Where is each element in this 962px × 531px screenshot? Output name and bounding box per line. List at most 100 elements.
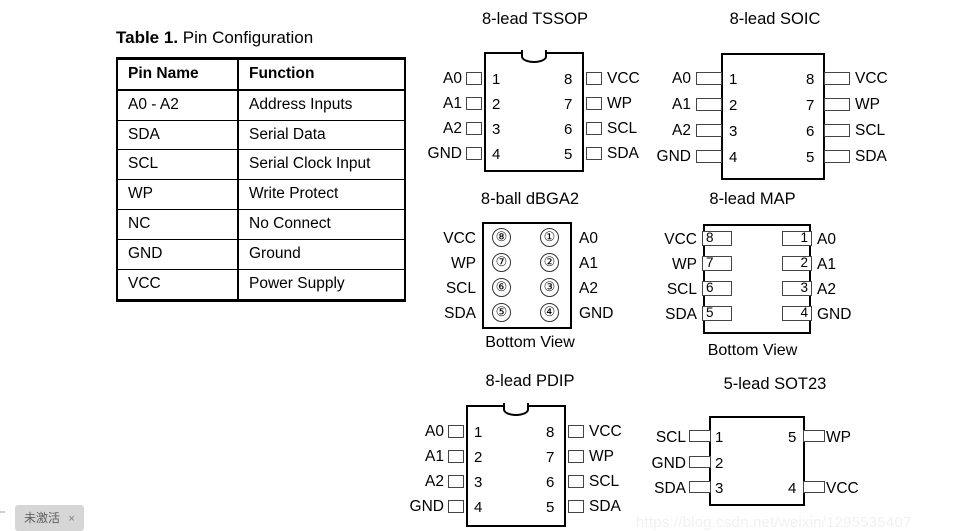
package-footer-dbga2: Bottom View — [485, 334, 575, 351]
cell-function: No Connect — [237, 209, 406, 240]
lead-5 — [803, 430, 825, 442]
pin-label-a2: A2 — [443, 120, 462, 137]
pin-number-7: 7 — [806, 97, 815, 114]
cell-function: Write Protect — [237, 179, 406, 211]
package-diagram-map: 8-lead MAP 8 7 6 5 1 2 3 4 VCC WP SCL SD… — [645, 190, 860, 370]
close-icon[interactable]: × — [68, 513, 75, 525]
pin-label-a2: A2 — [817, 281, 836, 298]
cell-function: Serial Clock Input — [237, 149, 406, 181]
cell-pin-name: SDA — [116, 119, 239, 151]
notch-mask — [523, 50, 545, 54]
ball-5: ⑤ — [492, 303, 511, 322]
lead-5 — [586, 147, 602, 160]
lead-4 — [448, 500, 464, 513]
table-row: NC No Connect — [116, 209, 406, 240]
pin-number-3: 3 — [715, 480, 724, 497]
table-caption-text: Pin Configuration — [182, 28, 314, 47]
notch-mask — [505, 403, 527, 407]
cell-pin-name: A0 - A2 — [116, 89, 239, 121]
package-title-dbga2: 8-ball dBGA2 — [480, 190, 580, 208]
pin-label-gnd: GND — [409, 498, 444, 515]
pin-label-wp: WP — [607, 95, 632, 112]
activation-status-label: 未激活 — [24, 511, 61, 525]
pad-3: 3 — [782, 281, 812, 296]
package-footer-map: Bottom View — [707, 342, 798, 359]
ball-7: ⑦ — [492, 253, 511, 272]
lead-6 — [568, 475, 584, 488]
lead-4 — [803, 481, 825, 493]
pin-number-5: 5 — [546, 499, 555, 516]
pin-label-gnd: GND — [579, 305, 614, 322]
pin-number-8: 8 — [564, 71, 573, 88]
pin-label-sda: SDA — [607, 145, 639, 162]
pin-label-a2: A2 — [672, 122, 691, 139]
pin-label-vcc: VCC — [443, 230, 476, 247]
pin-number-5: 5 — [788, 429, 797, 446]
pin-label-sda: SDA — [444, 305, 476, 322]
lead-5 — [568, 500, 584, 513]
pin-number-2: 2 — [492, 96, 501, 113]
table-caption-label: Table 1. — [116, 28, 179, 47]
package-diagram-soic: 8-lead SOIC 1 2 3 4 8 7 6 5 A0 A1 A2 GND… — [655, 10, 895, 190]
pin-label-a0: A0 — [672, 70, 691, 87]
package-diagram-sot23: 5-lead SOT23 1 2 3 5 4 SCL GND SDA WP VC… — [652, 375, 890, 528]
pin-label-a0: A0 — [425, 423, 444, 440]
ball-2: ② — [540, 253, 559, 272]
pin-number-8: 8 — [546, 424, 555, 441]
pad-2: 2 — [782, 256, 812, 271]
lead-6 — [824, 124, 850, 137]
pin-label-a2: A2 — [579, 280, 598, 297]
ball-1: ① — [540, 228, 559, 247]
pin-number-4: 4 — [492, 146, 501, 163]
pin-number-8: 8 — [806, 71, 815, 88]
activation-status-badge[interactable]: 未激活 × — [15, 505, 84, 531]
lead-4 — [696, 150, 722, 163]
pin-label-gnd: GND — [427, 145, 462, 162]
cell-pin-name: SCL — [116, 149, 239, 181]
cell-pin-name: VCC — [116, 268, 239, 302]
lead-1 — [696, 72, 722, 85]
table-row: GND Ground — [116, 238, 406, 270]
table-row: WP Write Protect — [116, 179, 406, 211]
pin-label-a0: A0 — [443, 70, 462, 87]
pin-number-7: 7 — [546, 449, 555, 466]
pin-label-scl: SCL — [855, 122, 886, 139]
ball-6: ⑥ — [492, 278, 511, 297]
pin-number-6: 6 — [546, 474, 555, 491]
package-title-pdip: 8-lead PDIP — [485, 372, 575, 390]
pin-label-a1: A1 — [672, 96, 691, 113]
pin-label-a1: A1 — [579, 255, 598, 272]
pin-number-2: 2 — [729, 97, 738, 114]
lead-7 — [568, 450, 584, 463]
ball-8: ⑧ — [492, 228, 511, 247]
pin-label-a0: A0 — [579, 230, 598, 247]
pin-label-scl: SCL — [607, 120, 638, 137]
ball-4: ④ — [540, 303, 559, 322]
cell-function: Serial Data — [237, 119, 406, 151]
pin-number-4: 4 — [474, 499, 483, 516]
table-row: VCC Power Supply — [116, 268, 406, 302]
table-caption: Table 1. Pin Configuration — [116, 28, 404, 48]
pin-label-scl: SCL — [666, 281, 697, 298]
cell-function: Ground — [237, 238, 406, 270]
package-title-soic: 8-lead SOIC — [729, 10, 821, 28]
lead-3 — [689, 481, 711, 493]
lead-2 — [689, 456, 711, 468]
cell-function: Address Inputs — [237, 89, 406, 121]
pin-label-vcc: VCC — [664, 231, 697, 248]
pin-label-gnd: GND — [817, 306, 852, 323]
pad-4: 4 — [782, 306, 812, 321]
pad-7: 7 — [702, 256, 732, 271]
pad-6: 6 — [702, 281, 732, 296]
pin-label-a1: A1 — [425, 448, 444, 465]
lead-6 — [586, 122, 602, 135]
pin-label-gnd: GND — [656, 148, 691, 165]
lead-2 — [448, 450, 464, 463]
lead-1 — [466, 72, 482, 85]
pin-number-6: 6 — [564, 121, 573, 138]
cell-pin-name: WP — [116, 179, 239, 211]
pin-label-sda: SDA — [654, 480, 686, 497]
pin-label-a1: A1 — [817, 256, 836, 273]
pin-label-vcc: VCC — [855, 70, 888, 87]
pin-number-5: 5 — [564, 146, 573, 163]
